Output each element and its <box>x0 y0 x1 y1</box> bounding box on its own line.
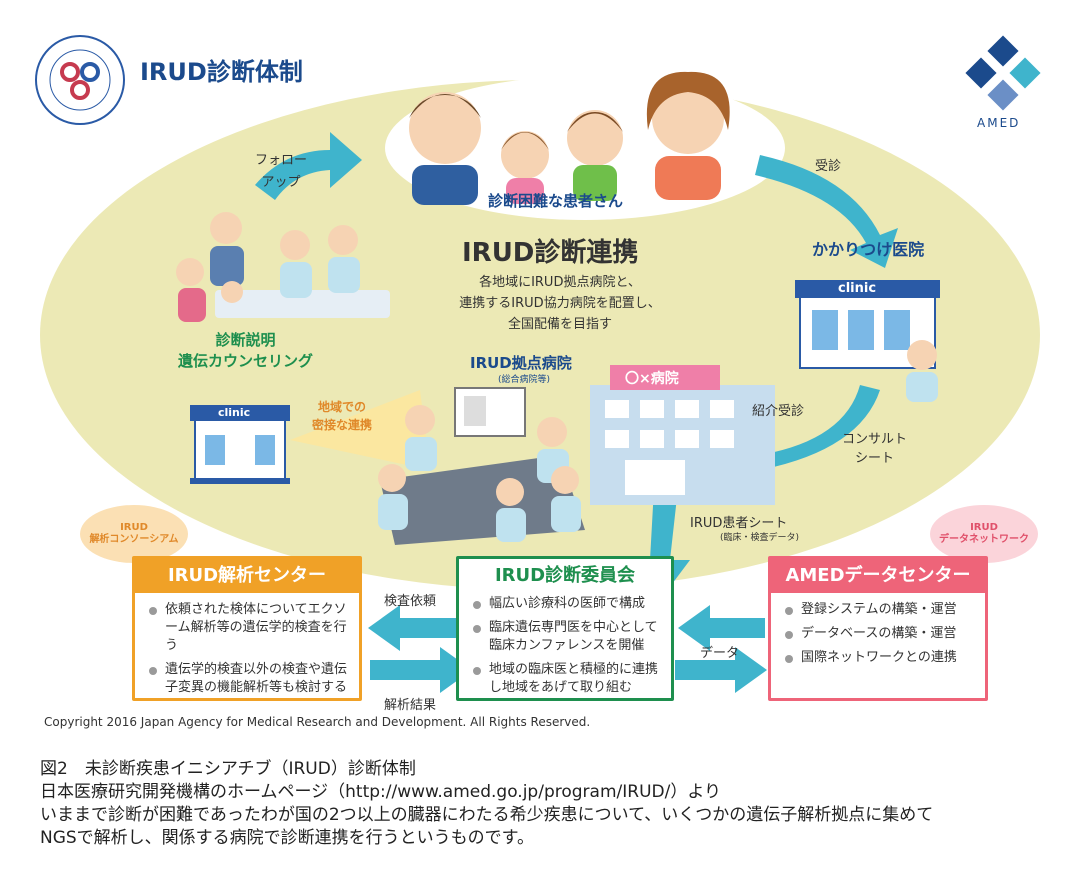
caption-line: いままで診断が困難であったわが国の2つ以上の臓器にわたる希少疾患について、いくつ… <box>40 805 934 825</box>
irud-logo <box>35 35 125 125</box>
caption-line: NGSで解析し、関係する病院で診断連携を行うというものです。 <box>40 828 534 848</box>
network-line: データネットワーク <box>939 534 1029 545</box>
patient-sheet-sub: (臨床・検査データ) <box>720 533 800 543</box>
hub-hospital-label: IRUD拠点病院 <box>470 354 572 372</box>
test-request-label: 検査依頼 <box>384 594 437 609</box>
clinic-sign-left: clinic <box>218 406 251 419</box>
referral-label: 紹介受診 <box>752 404 805 419</box>
clinic-sign-right: clinic <box>838 281 877 296</box>
consortium-line: IRUD <box>120 522 148 533</box>
list-item: 国際ネットワークとの連携 <box>785 649 975 667</box>
center-desc-line: 全国配備を目指す <box>507 317 612 332</box>
page-title: IRUD診断体制 <box>140 58 303 86</box>
center-description: 各地域にIRUD拠点病院と、 連携するIRUD協力病院を配置し、 全国配備を目指… <box>440 272 680 335</box>
center-desc-line: 各地域にIRUD拠点病院と、 <box>479 275 641 290</box>
list-item: 臨床遺伝専門医を中心として臨床カンファレンスを開催 <box>473 619 661 655</box>
data-label: データ <box>700 646 740 661</box>
network-line: IRUD <box>970 522 998 533</box>
hospital-sign: 〇×病院 <box>625 371 679 387</box>
regional-line: 地域での <box>318 400 367 414</box>
visit-label: 受診 <box>815 159 842 174</box>
analysis-center-title: IRUD解析センター <box>135 559 359 593</box>
counseling-scene <box>176 212 390 322</box>
center-heading: IRUD診断連携 <box>462 238 639 268</box>
counseling-label: 診断説明 遺伝カウンセリング <box>178 330 313 372</box>
analysis-result-label: 解析結果 <box>384 698 437 713</box>
counseling-line: 診断説明 <box>215 331 276 349</box>
list-item: 登録システムの構築・運営 <box>785 601 975 619</box>
clinic-left <box>190 405 290 484</box>
list-item: データベースの構築・運営 <box>785 625 975 643</box>
analysis-center-list: 依頼された検体についてエクソーム解析等の遺伝学的検査を行う 遺伝学的検査以外の検… <box>135 601 359 697</box>
hub-hospital-building <box>590 365 775 505</box>
patient-family <box>409 71 730 205</box>
hub-hospital-sub: (総合病院等) <box>498 375 551 385</box>
list-item: 地域の臨床医と積極的に連携し地域をあげて取り組む <box>473 661 661 697</box>
caption-line: 図2 未診断疾患イニシアチブ（IRUD）診断体制 <box>40 759 416 779</box>
consult-sheet-label: コンサルト シート <box>842 430 907 468</box>
list-item: 幅広い診療科の医師で構成 <box>473 595 661 613</box>
figure-caption: 図2 未診断疾患イニシアチブ（IRUD）診断体制 日本医療研究開発機構のホームペ… <box>40 758 1070 850</box>
data-center-list: 登録システムの構築・運営 データベースの構築・運営 国際ネットワークとの連携 <box>771 601 985 667</box>
regional-line: 密接な連携 <box>312 418 373 432</box>
diagram-artwork <box>35 35 1041 693</box>
patients-label: 診断困難な患者さん <box>488 192 624 210</box>
center-desc-line: 連携するIRUD協力病院を配置し、 <box>459 296 661 311</box>
data-center-box: AMEDデータセンター 登録システムの構築・運営 データベースの構築・運営 国際… <box>768 556 988 701</box>
counseling-line: 遺伝カウンセリング <box>178 352 314 370</box>
diagram-panel: IRUD診断体制 AMED 診断困難な患者さん フォロー アップ 受診 IRUD… <box>35 35 1041 729</box>
regional-wedge <box>290 390 430 470</box>
committee-list: 幅広い診療科の医師で構成 臨床遺伝専門医を中心として臨床カンファレンスを開催 地… <box>459 595 671 697</box>
amed-logo-text: AMED <box>977 116 1021 130</box>
committee-box: IRUD診断委員会 幅広い診療科の医師で構成 臨床遺伝専門医を中心として臨床カン… <box>456 556 674 701</box>
consortium-line: 解析コンソーシアム <box>89 534 179 545</box>
list-item: 依頼された検体についてエクソーム解析等の遺伝学的検査を行う <box>149 601 349 655</box>
regional-label: 地域での 密接な連携 <box>312 398 372 434</box>
family-doctor-label: かかりつけ医院 <box>812 240 925 259</box>
conference-scene <box>378 387 585 545</box>
list-item: 遺伝学的検査以外の検査や遺伝子変異の機能解析等も検討する <box>149 661 349 697</box>
data-center-title: AMEDデータセンター <box>771 559 985 593</box>
patient-sheet-label: IRUD患者シート <box>690 516 788 531</box>
consult-sheet-line: シート <box>855 451 895 466</box>
clinic-right <box>795 280 940 402</box>
analysis-center-box: IRUD解析センター 依頼された検体についてエクソーム解析等の遺伝学的検査を行う… <box>132 556 362 701</box>
copyright-text: Copyright 2016 Japan Agency for Medical … <box>44 715 591 729</box>
caption-line: 日本医療研究開発機構のホームページ（http://www.amed.go.jp/… <box>40 782 721 802</box>
consult-sheet-line: コンサルト <box>842 432 908 447</box>
amed-logo <box>965 35 1041 111</box>
follow-up-label: フォロー アップ <box>255 153 308 190</box>
committee-title: IRUD診断委員会 <box>459 559 671 593</box>
